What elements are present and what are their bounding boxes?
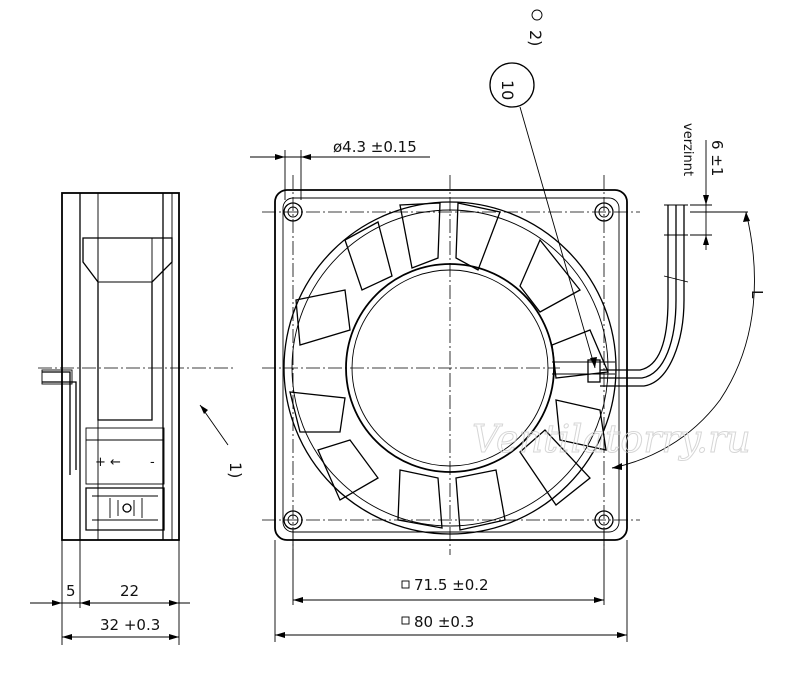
dim-hole-pitch: 71.5 ±0.2 [414,576,489,594]
mounting-hole-bottom-right [594,510,614,530]
note-ref-2: 2) [526,30,545,46]
dim-lead-strip: 6 ±1 [708,140,726,176]
side-view: 1) + ← - 5 22 32 +0.3 [30,192,245,645]
mounting-hole-top-left [283,202,303,222]
note-verzinnt: verzinnt [680,123,695,176]
mounting-hole-bottom-left [283,510,303,530]
dim-depth-5: 5 [66,582,76,600]
front-view: ø4.3 ±0.15 71.5 ±0.2 80 ±0.3 6 ±1 verzin… [250,9,766,642]
dim-depth-22: 22 [120,582,139,600]
polarity-plus: + [95,455,106,470]
dim-depth-total: 32 +0.3 [100,616,160,634]
note-ref-1: 1) [226,462,245,478]
dim-hole-diameter: ø4.3 ±0.15 [333,138,417,156]
dim-frame-size: 80 ±0.3 [414,613,474,631]
callout-10: 10 [498,80,517,100]
fan-blades [289,202,609,531]
mounting-hole-top-right [594,202,614,222]
watermark-text: Ventilatorry.ru [472,417,751,461]
rotation-arrow: ← [110,455,121,470]
polarity-minus: - [150,455,155,470]
dim-lead-length: L [748,290,766,299]
